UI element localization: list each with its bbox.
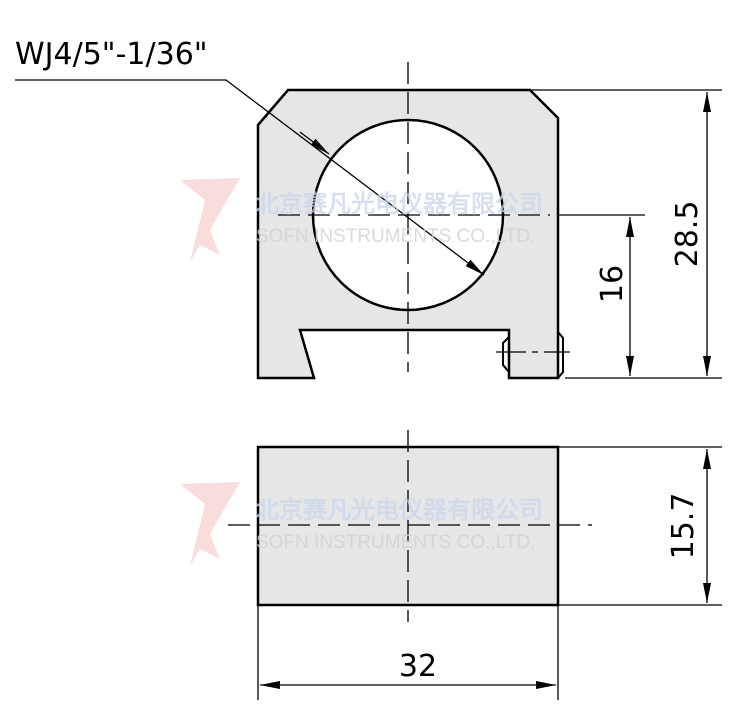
dim-15-7: 15.7 [666, 493, 701, 560]
watermark-bottom: 北京赛凡光电仪器有限公司 SOFN INSTRUMENTS CO.,LTD. [180, 482, 543, 566]
watermark-cn: 北京赛凡光电仪器有限公司 [255, 496, 543, 524]
set-screw [502, 331, 564, 379]
watermark-logo [180, 178, 240, 262]
dim-16: 16 [595, 265, 630, 303]
extension-lines-bottom [257, 446, 722, 700]
thread-arrow [299, 131, 330, 155]
dim-28-5: 28.5 [670, 201, 705, 268]
watermark-en: SOFN INSTRUMENTS CO.,LTD. [256, 226, 535, 247]
thread-leader [15, 79, 485, 276]
watermark-cn: 北京赛凡光电仪器有限公司 [255, 190, 543, 218]
watermark-top: 北京赛凡光电仪器有限公司 SOFN INSTRUMENTS CO.,LTD. [180, 178, 543, 262]
dim-32: 32 [399, 649, 437, 684]
watermark-logo [180, 482, 240, 566]
extension-lines-top [530, 89, 722, 379]
thread-label: WJ4/5"-1/36" [15, 37, 208, 72]
watermark-en: SOFN INSTRUMENTS CO.,LTD. [256, 532, 535, 553]
